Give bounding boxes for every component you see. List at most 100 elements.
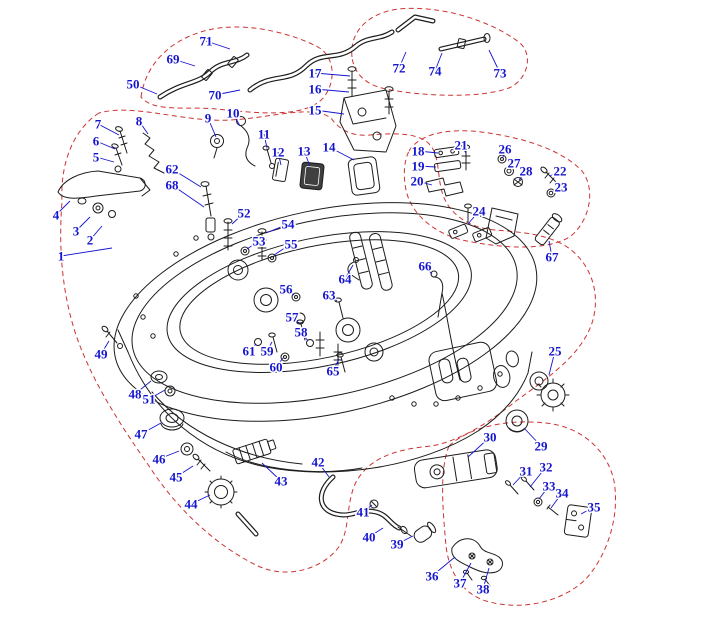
part-bracket-15-17 bbox=[339, 66, 397, 153]
part-label-47: 47 bbox=[135, 427, 149, 442]
leader-line-part-1 bbox=[60, 247, 113, 257]
leader-line-part-23 bbox=[551, 186, 562, 193]
leader-line-part-33 bbox=[538, 485, 550, 500]
leader-line-part-8 bbox=[138, 120, 149, 135]
part-label-16: 16 bbox=[309, 82, 323, 97]
part-label-58: 58 bbox=[295, 325, 309, 340]
part-hose-39-42 bbox=[318, 474, 437, 543]
leader-line-part-30 bbox=[467, 436, 491, 458]
leader-line-part-11 bbox=[263, 133, 268, 149]
part-hoses-top-left bbox=[157, 29, 395, 100]
leader-line-part-37 bbox=[459, 562, 472, 584]
part-label-64: 64 bbox=[339, 272, 353, 287]
part-label-57: 57 bbox=[286, 310, 300, 325]
cowling-shell bbox=[113, 202, 538, 473]
part-tiller-handle bbox=[57, 170, 151, 218]
part-label-7: 7 bbox=[95, 117, 102, 132]
leader-line-part-60 bbox=[275, 357, 284, 368]
part-label-67: 67 bbox=[546, 250, 560, 265]
leader-line-part-14 bbox=[328, 146, 355, 161]
part-bolt-62-68 bbox=[200, 181, 216, 241]
leader-line-part-3 bbox=[75, 216, 91, 232]
part-cluster-18-24 bbox=[425, 144, 559, 245]
leader-line-part-61 bbox=[248, 343, 257, 352]
part-label-22: 22 bbox=[554, 164, 567, 179]
part-label-72: 72 bbox=[393, 61, 406, 76]
part-label-44: 44 bbox=[185, 497, 199, 512]
leader-line-part-10 bbox=[232, 112, 241, 127]
part-label-31: 31 bbox=[520, 464, 533, 479]
leader-line-part-5 bbox=[95, 156, 115, 163]
part-label-54: 54 bbox=[282, 217, 296, 232]
part-fuel-connector-30-35 bbox=[413, 449, 593, 538]
leader-line-part-47 bbox=[140, 422, 162, 435]
part-label-60: 60 bbox=[270, 360, 283, 375]
part-label-38: 38 bbox=[477, 582, 491, 597]
leader-line-part-70 bbox=[214, 89, 241, 96]
leader-line-part-57 bbox=[291, 316, 300, 324]
leader-line-part-29 bbox=[523, 427, 542, 447]
leader-line-part-74 bbox=[434, 52, 443, 72]
part-anode-43 bbox=[232, 438, 277, 465]
part-label-10: 10 bbox=[227, 106, 240, 121]
part-connector-67 bbox=[534, 213, 563, 246]
part-label-66: 66 bbox=[419, 259, 433, 274]
leader-line-part-46 bbox=[158, 450, 180, 460]
part-label-70: 70 bbox=[209, 88, 222, 103]
part-label-12: 12 bbox=[272, 145, 285, 160]
interior-mounts bbox=[223, 218, 393, 367]
leader-line-part-62 bbox=[171, 168, 202, 188]
part-grommets-25-29 bbox=[505, 371, 570, 433]
part-label-69: 69 bbox=[167, 52, 181, 67]
group-outline-hoses-top-left bbox=[140, 26, 333, 114]
part-label-35: 35 bbox=[588, 500, 602, 515]
part-label-42: 42 bbox=[312, 455, 325, 470]
leader-line-part-13 bbox=[303, 150, 311, 167]
part-label-34: 34 bbox=[556, 486, 570, 501]
part-label-63: 63 bbox=[323, 288, 337, 303]
part-center-fasteners bbox=[240, 246, 346, 373]
part-label-36: 36 bbox=[426, 569, 440, 584]
part-label-26: 26 bbox=[499, 142, 513, 157]
part-label-28: 28 bbox=[520, 164, 534, 179]
leader-line-part-2 bbox=[89, 225, 103, 241]
red-group-outlines bbox=[60, 7, 617, 606]
part-label-27: 27 bbox=[508, 156, 522, 171]
part-label-50: 50 bbox=[127, 77, 140, 92]
part-label-33: 33 bbox=[543, 479, 557, 494]
leader-line-part-22 bbox=[549, 170, 561, 177]
leader-line-part-25 bbox=[548, 350, 556, 376]
group-outline-tubes-top-right bbox=[351, 7, 528, 96]
part-label-11: 11 bbox=[258, 127, 270, 142]
leader-line-part-53 bbox=[246, 240, 260, 250]
part-label-1: 1 bbox=[58, 249, 65, 264]
leader-line-part-50 bbox=[132, 83, 158, 95]
leader-line-part-55 bbox=[273, 243, 292, 256]
part-plates-12-14 bbox=[272, 156, 381, 196]
leader-line-part-51 bbox=[148, 389, 166, 400]
leader-line-part-43 bbox=[261, 462, 282, 482]
group-outline-right-cluster bbox=[403, 130, 591, 248]
leader-line-part-67 bbox=[548, 240, 553, 258]
part-label-61: 61 bbox=[243, 344, 256, 359]
leader-line-part-58 bbox=[300, 331, 309, 342]
leader-line-part-28 bbox=[518, 170, 527, 181]
part-label-52: 52 bbox=[238, 206, 251, 221]
part-tubes-top-right bbox=[395, 14, 491, 52]
part-label-5: 5 bbox=[93, 150, 100, 165]
part-label-68: 68 bbox=[166, 178, 180, 193]
leader-line-part-19 bbox=[417, 165, 437, 168]
part-label-30: 30 bbox=[484, 430, 497, 445]
part-left-bottom-44-51 bbox=[150, 370, 238, 509]
part-label-51: 51 bbox=[143, 392, 156, 407]
leader-line-part-4 bbox=[55, 200, 71, 216]
leader-line-part-16 bbox=[314, 88, 350, 93]
part-label-15: 15 bbox=[309, 103, 323, 118]
leader-line-part-35 bbox=[580, 506, 595, 515]
leader-line-part-15 bbox=[314, 109, 345, 115]
part-label-20: 20 bbox=[411, 174, 424, 189]
part-label-43: 43 bbox=[275, 474, 289, 489]
